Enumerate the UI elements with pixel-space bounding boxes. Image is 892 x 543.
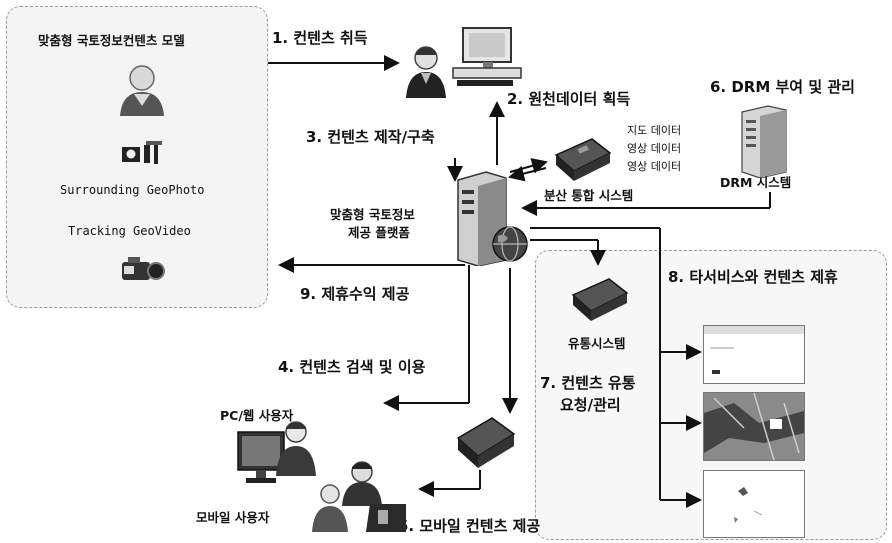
platform-label-line1: 맞춤형 국토정보 (330, 207, 415, 222)
camera-icon (122, 141, 162, 164)
video-label: Tracking GeoVideo (68, 224, 191, 238)
distribution-storage-icon (571, 278, 629, 321)
partner-service-thumbnail-2 (703, 392, 805, 461)
drm-server-icon (741, 105, 787, 178)
storage-icon (554, 138, 612, 181)
step-9-label: 9. 제휴수익 제공 (300, 285, 410, 303)
creator-person-icon (406, 46, 446, 98)
step-6-label: 6. DRM 부여 및 관리 (710, 78, 855, 96)
partner-service-thumbnail-1 (703, 325, 805, 384)
globe-icon (492, 226, 528, 262)
step-4-label: 4. 컨텐츠 검색 및 이용 (278, 358, 426, 376)
pc-user-person-icon (276, 421, 316, 476)
step-5-label: 5. 모바일 컨텐츠 제공 (398, 517, 541, 535)
mobile-storage-icon (456, 417, 516, 468)
distributed-system-label: 분산 통합 시스템 (544, 188, 634, 203)
mobile-user-label: 모바일 사용자 (196, 510, 270, 525)
step-8-label: 8. 타서비스와 컨텐츠 제휴 (668, 268, 838, 286)
step-7-label-line2: 요청/관리 (560, 396, 621, 414)
monitor-icon (237, 431, 285, 483)
mobile-user-person-icon (312, 461, 406, 532)
distribution-system-label: 유통시스템 (568, 336, 626, 351)
photo-label: Surrounding GeoPhoto (60, 183, 205, 197)
person-icon (120, 65, 164, 116)
step-7-label-line1: 7. 컨텐츠 유통 (540, 374, 636, 392)
step-2-label: 2. 원천데이터 획득 (507, 90, 631, 108)
step-1-label: 1. 컨텐츠 취득 (272, 29, 368, 47)
data-type-image-1: 영상 데이터 (627, 142, 682, 155)
drm-system-label: DRM 시스템 (720, 175, 792, 190)
data-type-map: 지도 데이터 (627, 124, 682, 137)
step-3-label: 3. 컨텐츠 제작/구축 (306, 128, 435, 146)
platform-label-line2: 제공 플랫폼 (348, 225, 410, 240)
computer-icon (452, 27, 522, 86)
pc-user-label: PC/웹 사용자 (220, 408, 294, 423)
data-type-image-2: 영상 데이터 (627, 160, 682, 173)
partner-service-thumbnail-3 (703, 470, 805, 538)
content-model-title: 맞춤형 국토정보컨텐츠 모델 (38, 33, 185, 48)
camcorder-icon (122, 257, 165, 280)
